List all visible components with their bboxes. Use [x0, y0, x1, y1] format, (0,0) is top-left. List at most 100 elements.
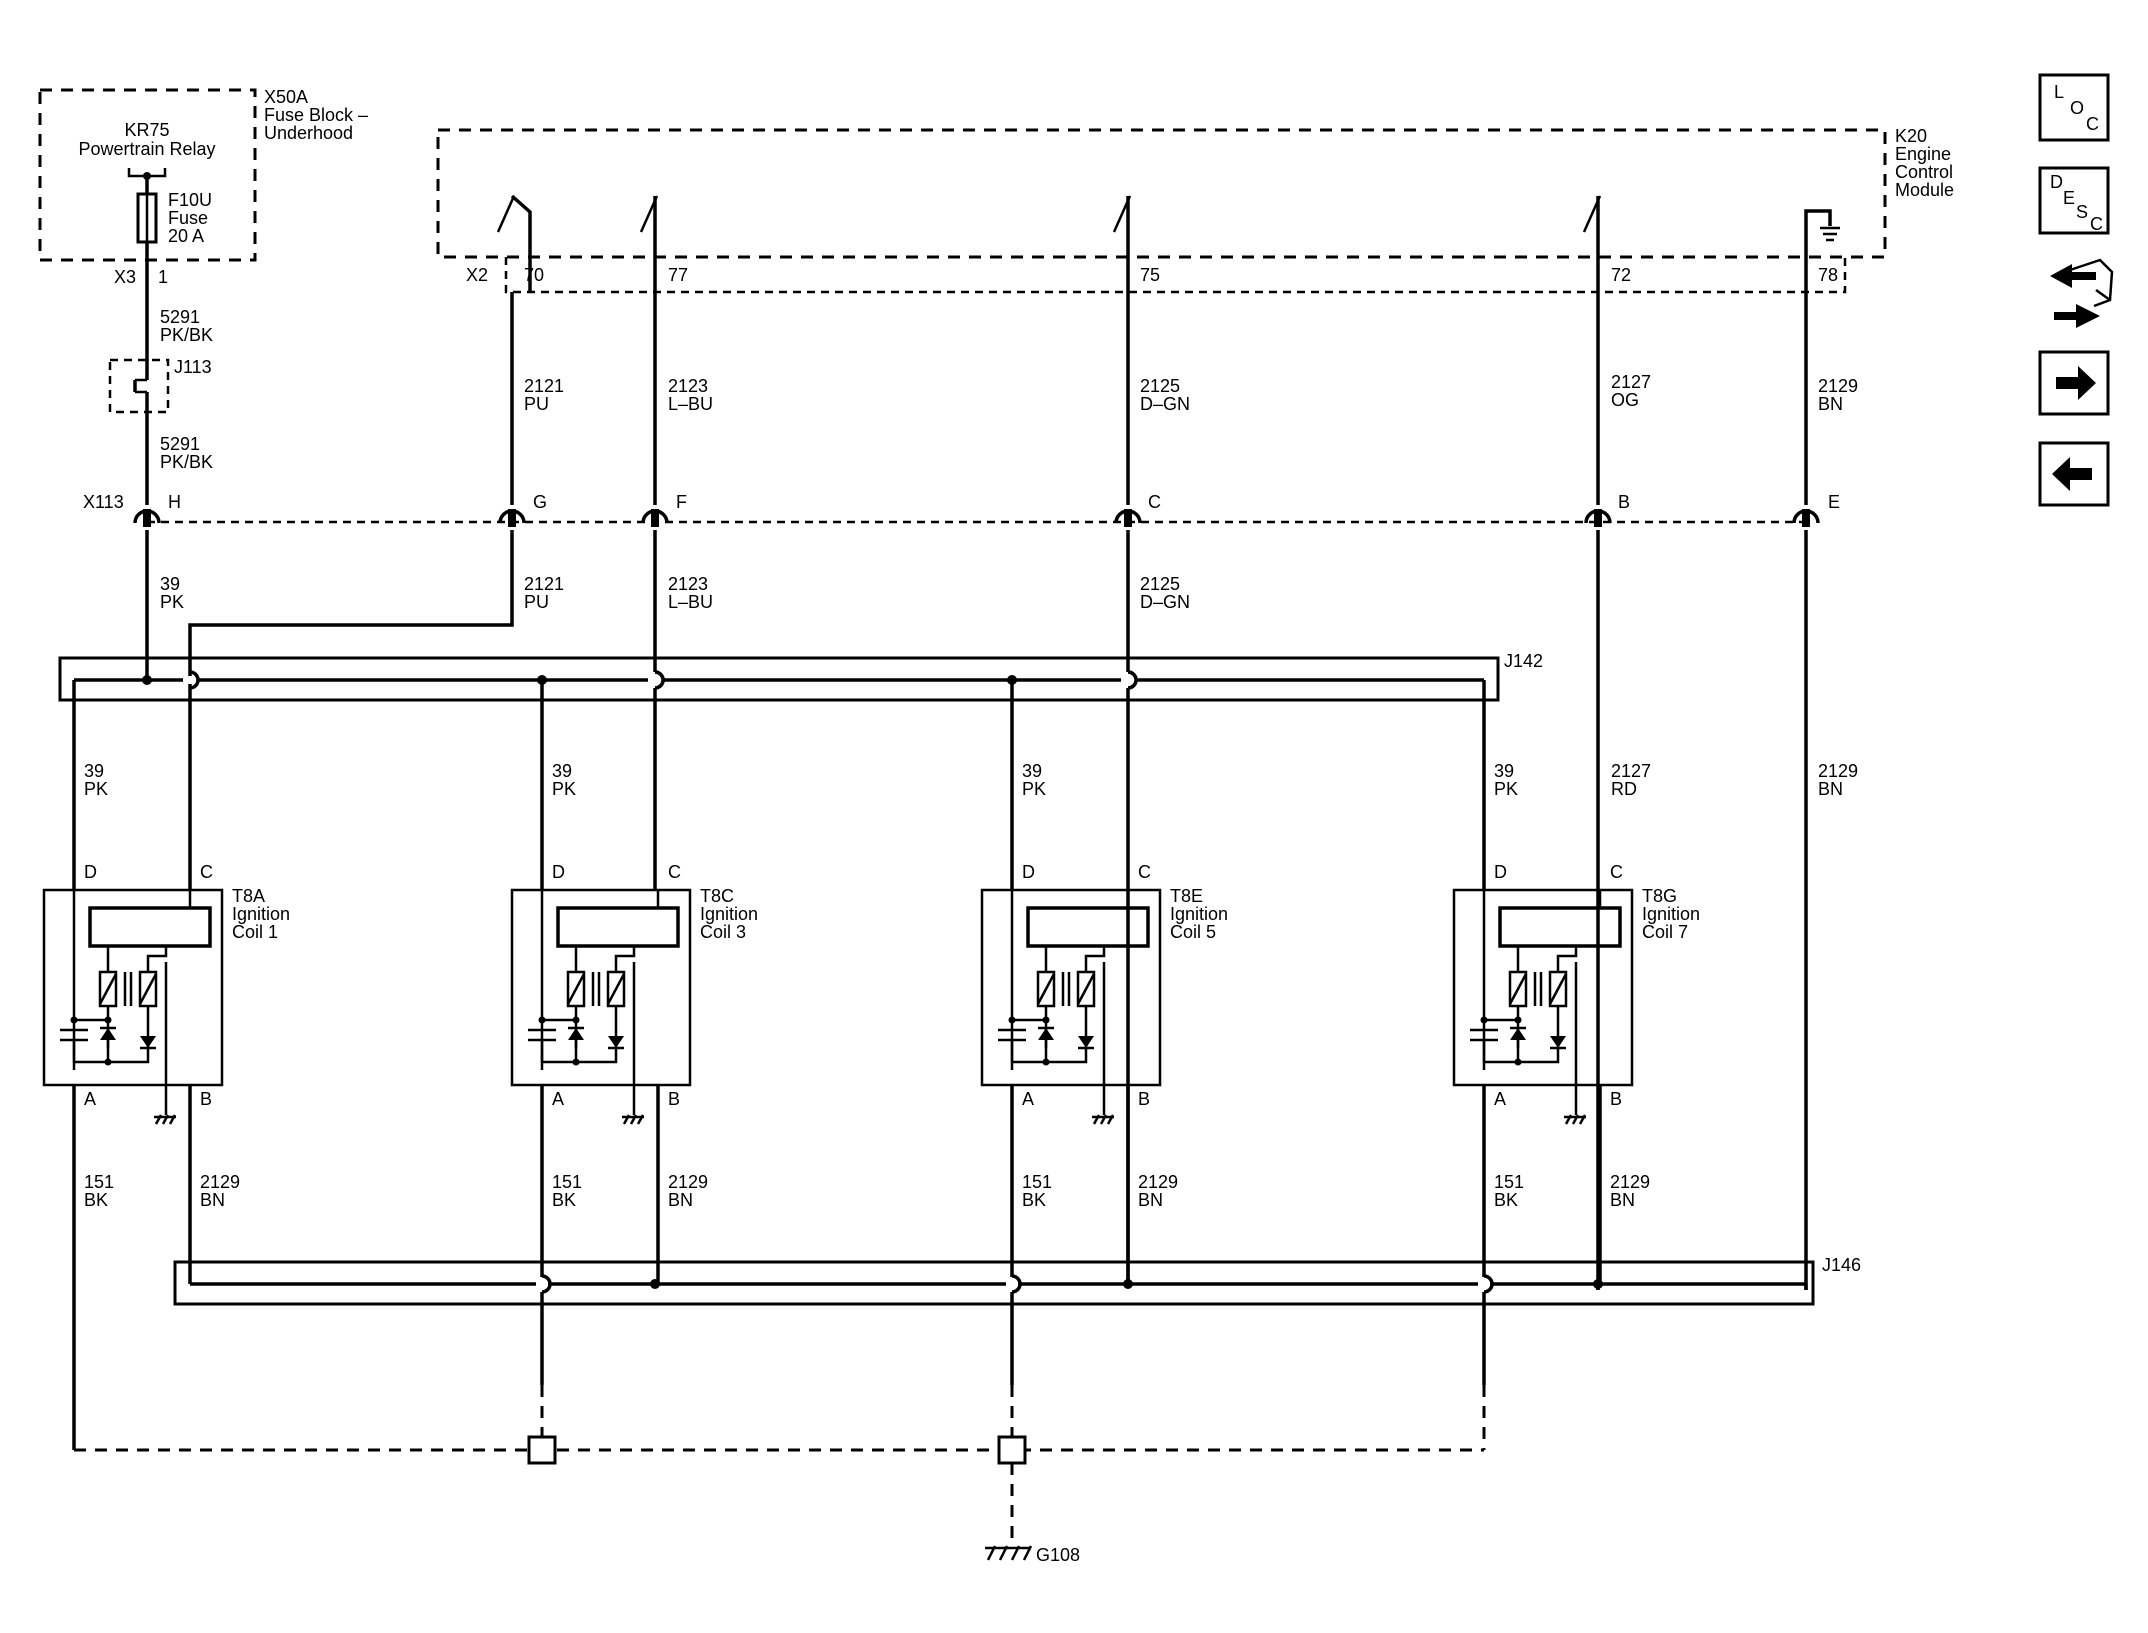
ecm-pin-77: 77: [668, 265, 688, 285]
ecm-switch-72: [1582, 195, 1602, 292]
nav-desc-d: D: [2050, 172, 2063, 192]
wire-label-circuit: 39: [1494, 761, 1514, 781]
nav-next-button[interactable]: [2038, 350, 2110, 416]
wire-label-color: BN: [1818, 779, 1843, 799]
connector-x113: X113 H G F C B E: [83, 492, 1840, 527]
wire-label-circuit: 39: [84, 761, 104, 781]
fuse-block-connector: X3: [114, 267, 136, 287]
coil-diode: [100, 1028, 116, 1040]
coil-pin-a: A: [1022, 1089, 1034, 1109]
coil-driver-block: [556, 906, 680, 948]
ignition-coil-3: D C T8C Ignition Coil 3: [510, 862, 758, 1284]
nav-previous-button[interactable]: [2038, 441, 2110, 507]
coil-pin-a: A: [1494, 1089, 1506, 1109]
wire-label-circuit: 39: [160, 574, 180, 594]
wire-label-circuit: 151: [1494, 1172, 1524, 1192]
wire-label-color: BN: [1610, 1190, 1635, 1210]
coil-pin-d: D: [1494, 862, 1507, 882]
wire-label-circuit: 2123: [668, 376, 708, 396]
coil-line2: Coil 1: [232, 922, 278, 942]
wire-label-color: PK: [1022, 779, 1046, 799]
wire-label-color: PK: [552, 779, 576, 799]
wire-label-circuit: 2129: [668, 1172, 708, 1192]
x113-pin-g: [498, 509, 526, 527]
ground-return: G108: [72, 1284, 1486, 1565]
coil-ref: T8C: [700, 886, 734, 906]
wire-label-circuit: 2123: [668, 574, 708, 594]
ecm-pin-72: 72: [1611, 265, 1631, 285]
splice-j142-label: J142: [1504, 651, 1543, 671]
nav-loc-o: O: [2070, 98, 2084, 118]
coil-pin-d: D: [1022, 862, 1035, 882]
ground-splice-block: [527, 1435, 557, 1465]
fuse-block-name-line1: Fuse Block –: [264, 105, 368, 125]
ignition-coil-5: D C T8E Ignition Coil 5: [980, 862, 1228, 1284]
ecm-connector: X2: [466, 265, 488, 285]
wire-label-circuit: 151: [552, 1172, 582, 1192]
arrow-right-icon: [2056, 366, 2096, 400]
x113-pin-label: E: [1828, 492, 1840, 512]
coil-line2: Coil 7: [1642, 922, 1688, 942]
chassis-ground-icon: [154, 1114, 177, 1125]
wire-label-circuit: 2121: [524, 574, 564, 594]
nav-description-button[interactable]: D E S C: [2038, 166, 2110, 235]
splice-j113-outline: [108, 358, 170, 414]
fuse-ref: F10U: [168, 190, 212, 210]
ignition-coil-1: D C T8A Ignition Coil 1: [42, 862, 290, 1284]
x113-pin-label: C: [1148, 492, 1161, 512]
upper-wiring: 5291 PK/BK J113 5291 PK/BK 2121 PU 2123 …: [108, 290, 1858, 505]
nav-loc-l: L: [2054, 82, 2064, 102]
wire-label-color: D–GN: [1140, 592, 1190, 612]
nav-location-button[interactable]: L O C: [2038, 73, 2110, 142]
connector-x113-label: X113: [83, 492, 124, 512]
coil-pin-a: A: [84, 1089, 96, 1109]
fuse-rating: 20 A: [168, 226, 204, 246]
ecm-switch-75: [1112, 195, 1132, 292]
wire-label-color: OG: [1611, 390, 1639, 410]
coil-diode: [1550, 1036, 1566, 1048]
wire-label-color: L–BU: [668, 394, 713, 414]
coil-line1: Ignition: [232, 904, 290, 924]
coil-pin-b: B: [1610, 1089, 1622, 1109]
ground-splice-block: [997, 1435, 1027, 1465]
wire-label-circuit: 2121: [524, 376, 564, 396]
wire-label-color: BN: [1818, 394, 1843, 414]
nav-connector-view-icon[interactable]: [2050, 258, 2114, 328]
relay-name: Powertrain Relay: [78, 139, 215, 159]
fuse-block-x50a: X50A Fuse Block – Underhood KR75 Powertr…: [38, 87, 368, 290]
nav-desc-s: S: [2076, 202, 2088, 222]
fuse-word: Fuse: [168, 208, 208, 228]
chassis-ground-icon: [622, 1114, 645, 1125]
wire-label-color: PK/BK: [160, 325, 213, 345]
coil-ref: T8G: [1642, 886, 1677, 906]
coil-line1: Ignition: [700, 904, 758, 924]
ground-g108-icon: [985, 1545, 1033, 1561]
x113-pin-label: G: [533, 492, 547, 512]
coil-pin-d: D: [552, 862, 565, 882]
wire-label-color: BN: [200, 1190, 225, 1210]
wire-label-color: BK: [552, 1190, 576, 1210]
ignition-coil-7: D C T8G Ignition Coil 7: [1452, 862, 1700, 1284]
ecm-k20: K20 Engine Control Module X2 70 77 75 72…: [436, 126, 1954, 294]
ecm-connector-x2-outline: [504, 257, 1847, 294]
x113-pin-label: H: [168, 492, 181, 512]
chassis-ground-icon: [1092, 1114, 1115, 1125]
wire-label-color: D–GN: [1140, 394, 1190, 414]
relay-ref: KR75: [124, 120, 169, 140]
wire-label-color: PK/BK: [160, 452, 213, 472]
coil-pin-b: B: [668, 1089, 680, 1109]
wire-label-color: BK: [1022, 1190, 1046, 1210]
wire-label-circuit: 2125: [1140, 376, 1180, 396]
nav-desc-c: C: [2090, 214, 2103, 234]
wire-label-color: PU: [524, 592, 549, 612]
coil-line2: Coil 5: [1170, 922, 1216, 942]
coil-driver-block: [1026, 906, 1150, 948]
wire-label-color: RD: [1611, 779, 1637, 799]
splice-pack-j142: J142: [58, 651, 1543, 702]
coil-diode: [608, 1036, 624, 1048]
ecm-line2: Control: [1895, 162, 1953, 182]
wire-label-color: BK: [1494, 1190, 1518, 1210]
chassis-ground-icon: [1564, 1114, 1587, 1125]
wire-label-circuit: 5291: [160, 434, 200, 454]
splice-pack-j146: J146: [173, 1255, 1861, 1306]
